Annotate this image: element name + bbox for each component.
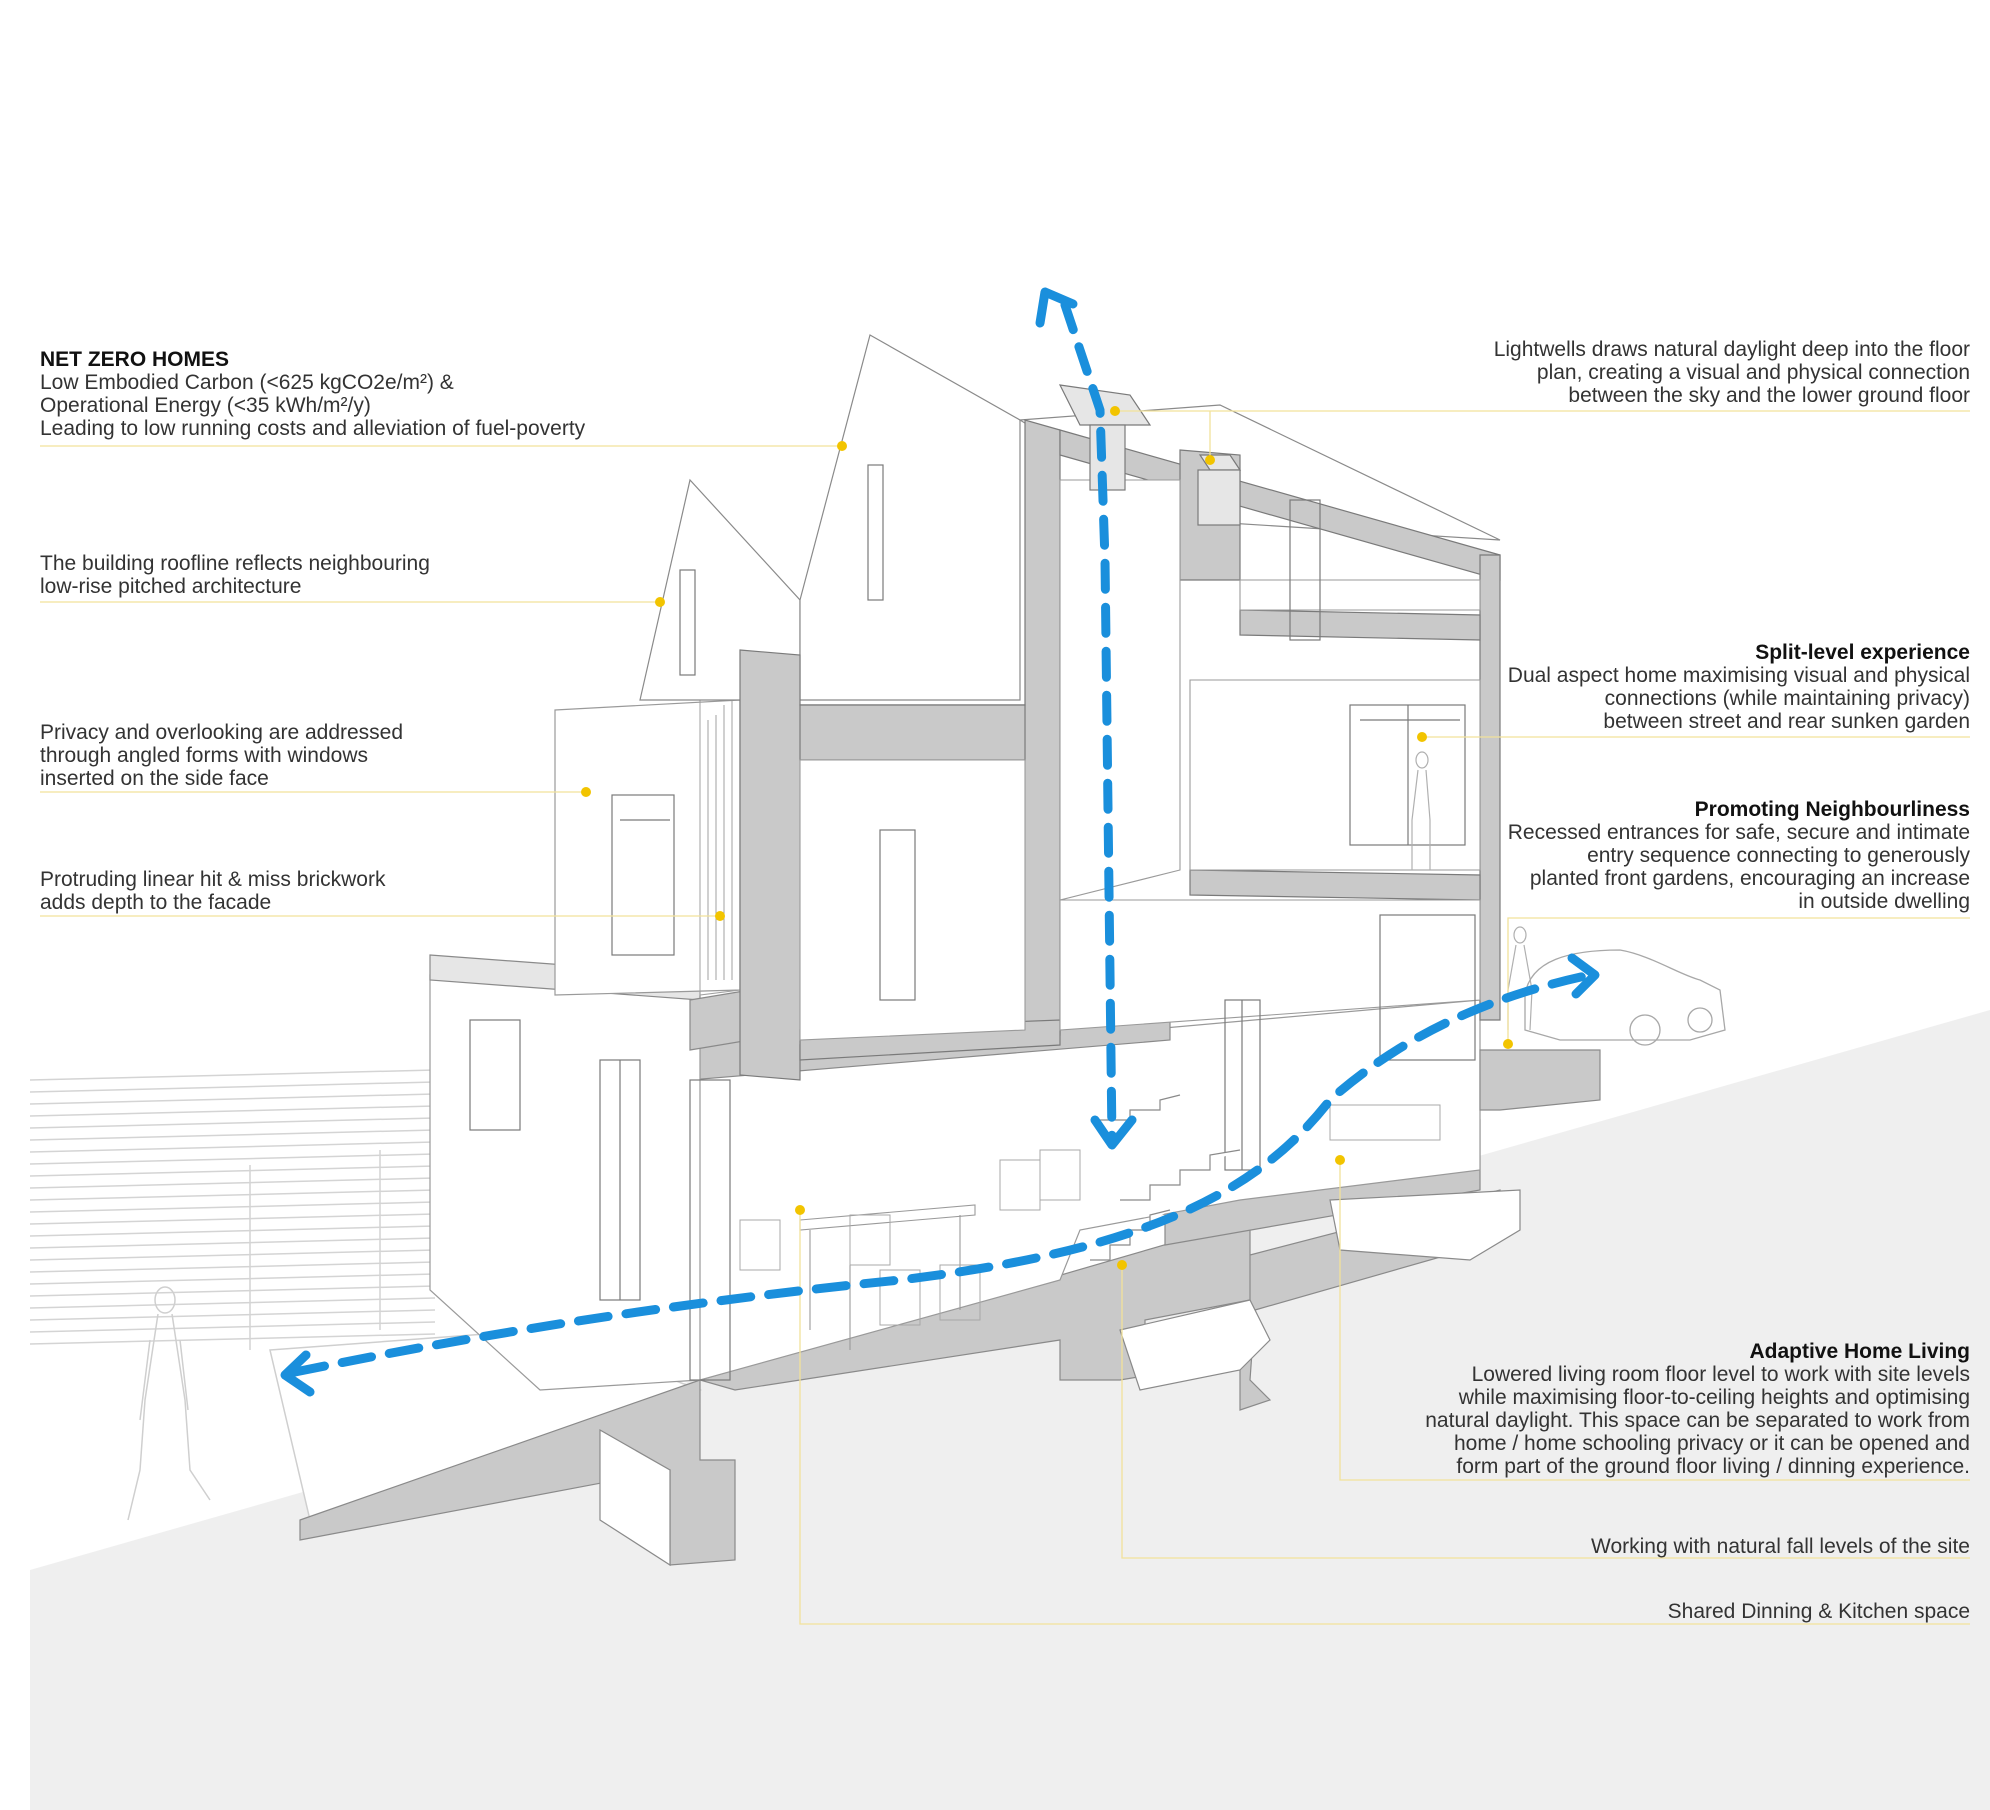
car-icon — [1524, 949, 1726, 1046]
annotation-line: entry sequence connecting to generously — [1587, 844, 1970, 867]
annotation-line: Privacy and overlooking are addressed — [40, 721, 404, 744]
annotation-line: Working with natural fall levels of the … — [1591, 1535, 1970, 1558]
person-figure-icon — [1411, 751, 1431, 870]
horizontal-flow-arrow — [290, 970, 1595, 1377]
annotation-title: Adaptive Home Living — [1749, 1340, 1970, 1363]
annotation-line: The building roofline reflects neighbour… — [40, 552, 430, 575]
annotation-roofline: The building roofline reflects neighbour… — [40, 552, 430, 598]
annotation-title: Split-level experience — [1755, 641, 1970, 664]
first-floor-window — [611, 794, 675, 956]
gable-windows — [679, 464, 884, 676]
annotation-line: inserted on the side face — [40, 767, 269, 790]
annotation-neighbourliness: Promoting Neighbourliness Recessed entra… — [1508, 798, 1970, 913]
annotation-line: form part of the ground floor living / d… — [1456, 1455, 1970, 1478]
annotation-line: in outside dwelling — [1798, 890, 1970, 913]
annotation-line: Protruding linear hit & miss brickwork — [40, 868, 386, 891]
annotation-line: Lightwells draws natural daylight deep i… — [1493, 338, 1970, 361]
annotation-line: through angled forms with windows — [40, 744, 369, 767]
annotation-title: NET ZERO HOMES — [40, 348, 230, 371]
annotation-title: Promoting Neighbourliness — [1694, 798, 1970, 821]
annotation-line: Recessed entrances for safe, secure and … — [1507, 821, 1970, 844]
arrowhead-icons — [280, 287, 1600, 1397]
chair-icons — [739, 1104, 1441, 1326]
annotation-line: Lowered living room floor level to work … — [1471, 1363, 1970, 1386]
annotation-dining: Shared Dinning & Kitchen space — [1668, 1600, 1970, 1623]
annotation-line: natural daylight. This space can be sepa… — [1425, 1409, 1970, 1432]
annotation-adaptive: Adaptive Home Living Lowered living room… — [1425, 1340, 1970, 1478]
annotation-net-zero: NET ZERO HOMES Low Embodied Carbon (<625… — [40, 348, 585, 440]
annotation-line: between the sky and the lower ground flo… — [1568, 384, 1970, 407]
annotation-privacy: Privacy and overlooking are addressed th… — [40, 721, 403, 790]
annotation-line: adds depth to the facade — [40, 891, 272, 914]
person-figure-icon — [127, 1286, 211, 1521]
leader-dots — [581, 406, 1513, 1270]
annotation-split-level: Split-level experience Dual aspect home … — [1508, 641, 1970, 733]
annotation-line: between street and rear sunken garden — [1603, 710, 1970, 733]
annotation-line: Shared Dinning & Kitchen space — [1667, 1600, 1970, 1623]
annotation-line: planted front gardens, encouraging an in… — [1529, 867, 1970, 890]
light-flow-arrows — [290, 300, 1595, 1377]
annotation-line: connections (while maintaining privacy) — [1604, 687, 1970, 710]
interior-rooms — [799, 479, 1481, 1041]
annotation-line: Dual aspect home maximising visual and p… — [1507, 664, 1970, 687]
annotation-line: while maximising floor-to-ceiling height… — [1458, 1386, 1970, 1409]
vertical-light-arrow — [1060, 300, 1117, 1145]
pitched-roofs — [639, 334, 1501, 701]
annotation-line: plan, creating a visual and physical con… — [1536, 361, 1970, 384]
annotation-brickwork: Protruding linear hit & miss brickwork a… — [40, 868, 385, 914]
annotation-line: home / home schooling privacy or it can … — [1454, 1432, 1970, 1455]
interior-windows-doors — [879, 499, 1476, 1171]
person-figure-icon — [1507, 926, 1533, 1031]
annotation-line: low-rise pitched architecture — [40, 575, 302, 598]
rooflights — [1058, 384, 1242, 526]
annotation-line: Low Embodied Carbon (<625 kgCO2e/m²) & — [40, 371, 454, 394]
footing-blocks — [599, 1189, 1521, 1567]
annotation-line: Operational Energy (<35 kWh/m²/y) — [40, 394, 371, 417]
hit-and-miss-brickwork — [699, 658, 741, 996]
front-garden-ledge — [1479, 1049, 1601, 1111]
glazed-doors — [469, 1019, 731, 1381]
annotation-lightwells: Lightwells draws natural daylight deep i… — [1494, 338, 1970, 407]
annotation-line: Leading to low running costs and allevia… — [40, 417, 586, 440]
garden-fence — [29, 1069, 436, 1350]
annotation-fall-levels: Working with natural fall levels of the … — [1591, 1535, 1970, 1558]
leader-lines — [40, 410, 1970, 1625]
